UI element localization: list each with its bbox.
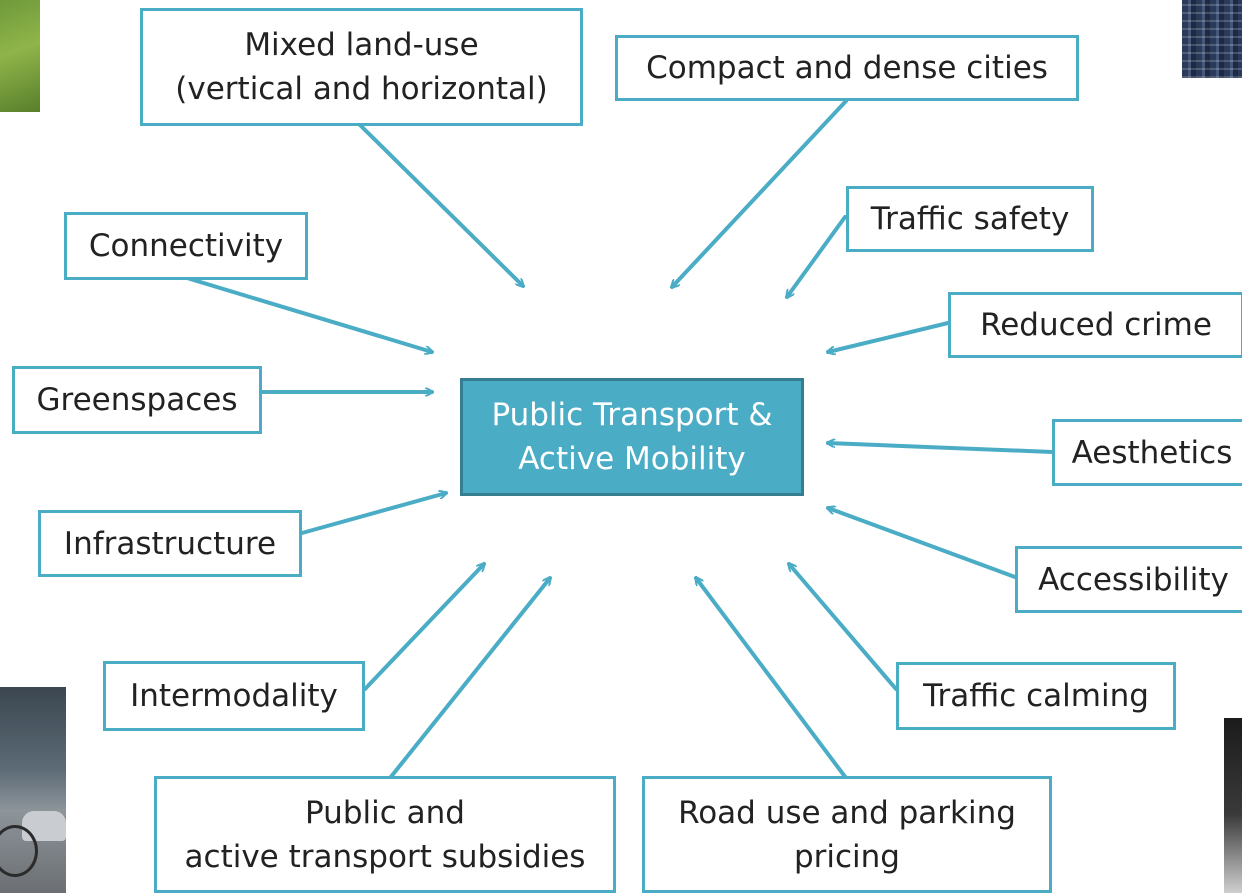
factor-mixed-land-use-line1: Mixed land-use <box>244 27 479 63</box>
arrow-subsidies <box>388 578 550 780</box>
factor-subsidies-line1: Public and <box>305 794 465 831</box>
factor-infrastructure: Infrastructure <box>38 510 302 577</box>
factor-accessibility: Accessibility <box>1015 546 1242 613</box>
factor-road-pricing-line2: pricing <box>793 838 900 875</box>
city-photo <box>1182 0 1242 78</box>
arrow-infrastructure <box>300 493 446 535</box>
central-node: Public Transport & Active Mobility <box>460 378 804 496</box>
factor-traffic-calming: Traffic calming <box>896 662 1176 730</box>
arrow-road-pricing <box>696 578 848 780</box>
factor-intermodality: Intermodality <box>103 661 365 731</box>
factor-reduced-crime: Reduced crime <box>948 292 1242 358</box>
factor-subsidies-line2: active transport subsidies <box>184 838 586 875</box>
arrow-intermodality <box>363 564 484 691</box>
arrow-connectivity <box>185 276 432 352</box>
arrow-traffic-safety <box>787 215 847 297</box>
factor-connectivity: Connectivity <box>64 212 308 280</box>
arrow-mixed-land-use <box>358 123 523 286</box>
factor-aesthetics: Aesthetics <box>1052 419 1242 486</box>
arrow-reduced-crime <box>828 321 950 352</box>
central-node-line1: Public Transport & <box>491 397 773 433</box>
road-photo <box>1224 718 1242 893</box>
factor-road-pricing-line1: Road use and parking <box>678 794 1016 831</box>
arrow-aesthetics <box>826 443 1054 454</box>
factor-mixed-land-use: Mixed land-use (vertical and horizontal) <box>140 8 583 126</box>
arrow-traffic-calming <box>789 564 898 691</box>
factor-greenspaces: Greenspaces <box>12 366 262 434</box>
factor-road-pricing: Road use and parking pricing <box>642 776 1052 893</box>
arrow-accessibility <box>828 508 1017 579</box>
factor-traffic-safety: Traffic safety <box>846 186 1094 252</box>
factor-compact-cities: Compact and dense cities <box>615 35 1079 101</box>
bicycle-wheel-shape <box>0 825 38 877</box>
factor-subsidies: Public and active transport subsidies <box>154 776 616 893</box>
arrow-compact-cities <box>672 99 848 287</box>
central-node-line2: Active Mobility <box>518 441 746 477</box>
bicycle-street-photo <box>0 687 66 893</box>
grass-photo <box>0 0 40 112</box>
factor-mixed-land-use-line2: (vertical and horizontal) <box>175 71 548 107</box>
